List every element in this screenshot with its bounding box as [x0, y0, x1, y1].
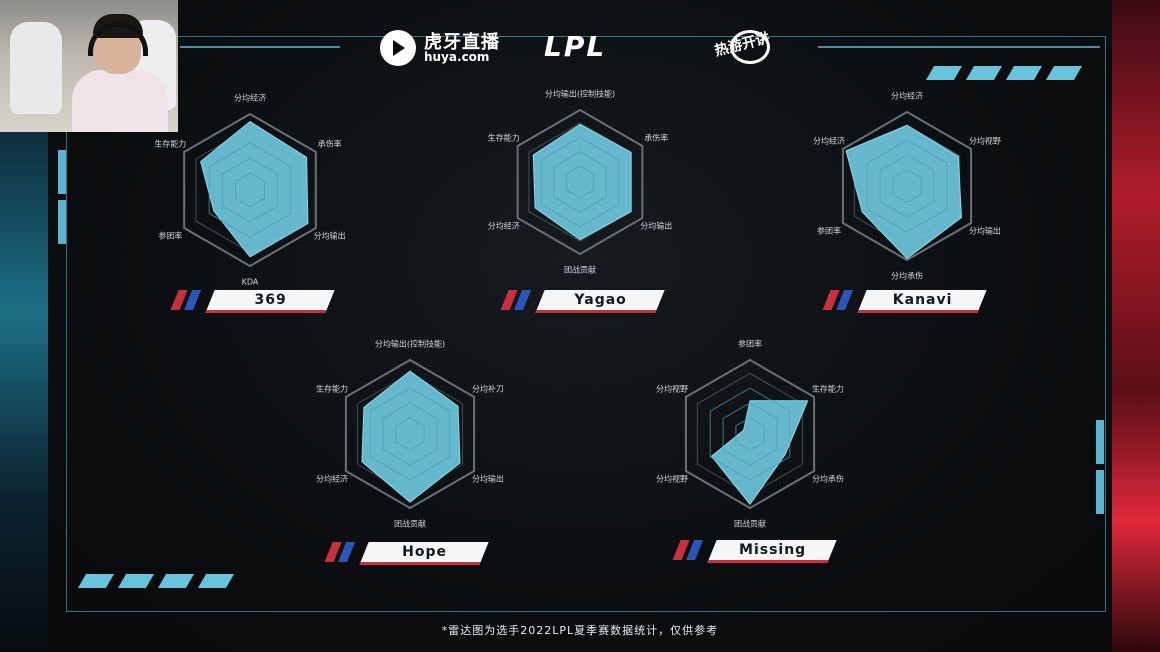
radar-axis-label: 分均经济 — [316, 474, 349, 484]
radar-axis-label: 分均视野 — [656, 474, 689, 484]
left-decorative-panel — [0, 130, 48, 652]
player-name: Missing — [739, 542, 807, 558]
left-frame-accent — [58, 150, 66, 194]
left-frame-accent — [58, 200, 66, 244]
radar-axis-label: 参团率 — [738, 339, 762, 349]
radar-axis-label: 分均经济 — [891, 91, 923, 101]
radar-axis-label: 参团率 — [158, 231, 183, 241]
show-logo: 热游开讲 — [712, 24, 780, 68]
radar-grid-ring — [344, 358, 476, 510]
header-line-right — [818, 46, 1100, 48]
right-frame-accent — [1096, 420, 1104, 464]
radar-axis-label: 分均视野 — [656, 384, 689, 394]
radar-axis-label: 分均承伤 — [891, 271, 923, 281]
radar-axis-label: 分均视野 — [968, 136, 1001, 146]
radar-axis-label: 分均经济 — [487, 221, 520, 231]
show-logo-ring — [730, 30, 770, 64]
content-frame — [66, 36, 1106, 612]
radar-value-area — [361, 370, 461, 503]
radar-inner-ring — [553, 151, 607, 213]
right-decorative-panel — [1112, 0, 1160, 652]
radar-axis-label: 分均经济 — [813, 136, 846, 146]
radar-inner-ring — [221, 157, 279, 223]
radar-inner-ring — [369, 387, 451, 481]
radar-axis-label: 生存能力 — [316, 384, 349, 394]
lpl-logo: LPL — [544, 30, 607, 63]
radar-grid-ring — [516, 108, 644, 256]
radar-inner-ring — [709, 387, 791, 481]
huya-title: 虎牙直播 — [424, 32, 500, 53]
radar-axis-label: 团战贡献 — [734, 519, 766, 529]
stage-background — [48, 0, 1112, 652]
header-logos: 虎牙直播 huya.com LPL 热游开讲 — [0, 22, 1160, 72]
radar-inner-ring — [879, 154, 935, 218]
radar-axis-label: KDA — [241, 277, 259, 287]
header-line-left — [180, 46, 340, 48]
radar-axis-label: 团战贡献 — [564, 265, 596, 275]
radar-axis-label: 承伤率 — [644, 133, 669, 143]
radar-axis-label: 分均输出 — [968, 226, 1001, 236]
radar-axis-label: 分均输出(控制技能) — [544, 89, 616, 99]
radar-inner-ring — [540, 136, 620, 228]
radar-axis-label: 生存能力 — [487, 133, 520, 143]
radar-axis-label: 分均承伤 — [811, 474, 844, 484]
radar-axis-label: 分均输出 — [640, 221, 673, 231]
radar-inner-ring — [235, 172, 265, 208]
radar-axis-label: 参团率 — [817, 226, 842, 236]
radar-inner-ring — [382, 402, 438, 466]
radar-grid-ring — [183, 112, 317, 268]
huya-logo: 虎牙直播 huya.com — [380, 28, 516, 68]
radar-axis-label: 生存能力 — [811, 384, 844, 394]
radar-inner-ring — [735, 417, 765, 451]
radar-axis-label: 分均补刀 — [471, 384, 504, 394]
huya-domain: huya.com — [424, 50, 490, 64]
footer-note: *雷达图为选手2022LPL夏季赛数据统计，仅供参考 — [441, 624, 719, 637]
webcam-person-body — [72, 70, 168, 132]
radar-inner-ring — [565, 165, 595, 199]
radar-grid-ring — [684, 358, 816, 510]
radar-axis-label: 分均经济 — [234, 93, 266, 103]
radar-axis-label: 团战贡献 — [394, 519, 426, 529]
radar-inner-ring — [208, 142, 292, 238]
radar-axis-label: 分均输出 — [313, 231, 346, 241]
radar-axis-label: 分均输出(控制技能) — [374, 339, 446, 349]
radar-inner-ring — [892, 169, 922, 203]
radar-inner-ring — [722, 402, 778, 466]
radar-axis-label: 分均输出 — [471, 474, 504, 484]
radar-inner-ring — [395, 417, 425, 451]
huya-play-icon — [380, 30, 416, 66]
streamer-webcam — [0, 0, 178, 132]
radar-grid-ring — [841, 110, 973, 262]
radar-inner-ring — [866, 139, 948, 233]
radar-axis-label: 生存能力 — [154, 139, 187, 149]
player-name-tag: Missing — [672, 540, 837, 563]
radar-axis-label: 承伤率 — [317, 139, 342, 149]
webcam-chair — [10, 22, 62, 114]
radar-value-area — [710, 400, 809, 506]
right-frame-accent — [1096, 470, 1104, 514]
